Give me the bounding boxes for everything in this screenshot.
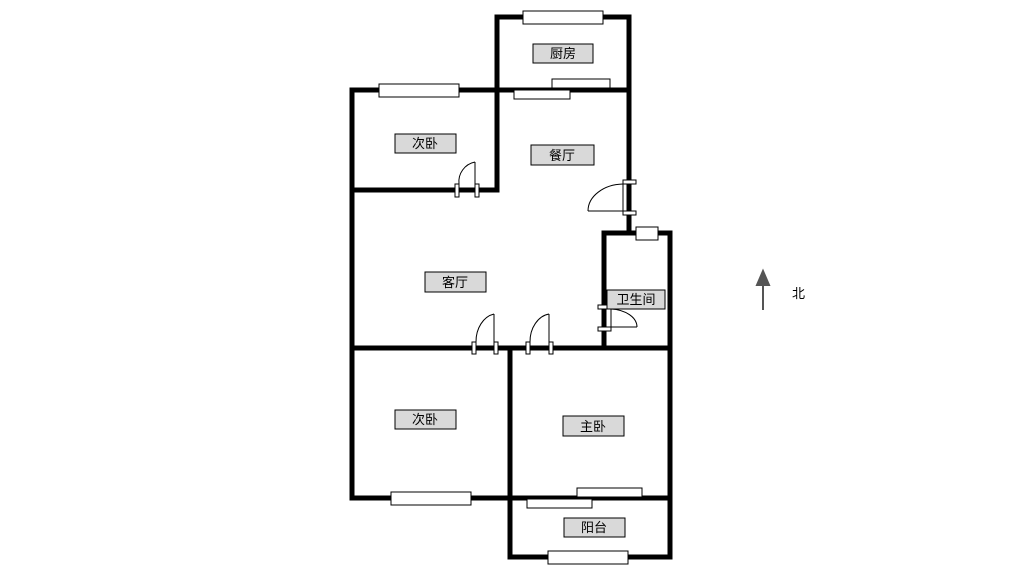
room-labels: 厨房 次卧 餐厅 客厅 卫生间 次卧 主卧 阳台	[394, 43, 666, 538]
label-bathroom: 卫生间	[606, 289, 666, 310]
label-bedroom-sw: 次卧	[394, 409, 457, 430]
bedroom-nw-door	[454, 161, 480, 198]
label-dining: 餐厅	[530, 144, 595, 166]
compass: 北	[755, 268, 805, 310]
bedroom-sw-window	[390, 491, 472, 506]
windows	[378, 10, 659, 565]
label-master: 主卧	[562, 415, 625, 437]
label-living: 客厅	[424, 271, 487, 293]
bedroom-nw-window	[378, 83, 460, 98]
bedroom-sw-label: 次卧	[412, 412, 438, 428]
dining-passthrough-window	[513, 89, 571, 100]
master-balcony-window-b	[526, 498, 593, 509]
dining-label: 餐厅	[549, 148, 575, 164]
label-balcony: 阳台	[563, 517, 626, 538]
master-label: 主卧	[580, 420, 606, 435]
kitchen-passthrough-window	[551, 78, 611, 89]
north-label: 北	[792, 287, 805, 302]
north-arrow-icon	[755, 268, 771, 310]
bathroom-window	[635, 226, 659, 241]
balcony-label: 阳台	[581, 521, 607, 536]
bedroom-sw-door	[471, 313, 499, 355]
dining-door	[587, 179, 637, 216]
bathroom-label: 卫生间	[616, 293, 655, 308]
bedroom-nw-label: 次卧	[412, 136, 438, 152]
kitchen-label: 厨房	[550, 46, 576, 62]
living-label: 客厅	[442, 275, 468, 291]
label-bedroom-nw: 次卧	[394, 133, 457, 154]
balcony-window	[547, 550, 629, 565]
master-balcony-window-a	[576, 487, 643, 498]
kitchen-window	[522, 10, 604, 25]
walls	[349, 14, 673, 560]
doors	[454, 161, 638, 355]
master-door	[525, 313, 554, 355]
label-kitchen: 厨房	[532, 43, 594, 64]
